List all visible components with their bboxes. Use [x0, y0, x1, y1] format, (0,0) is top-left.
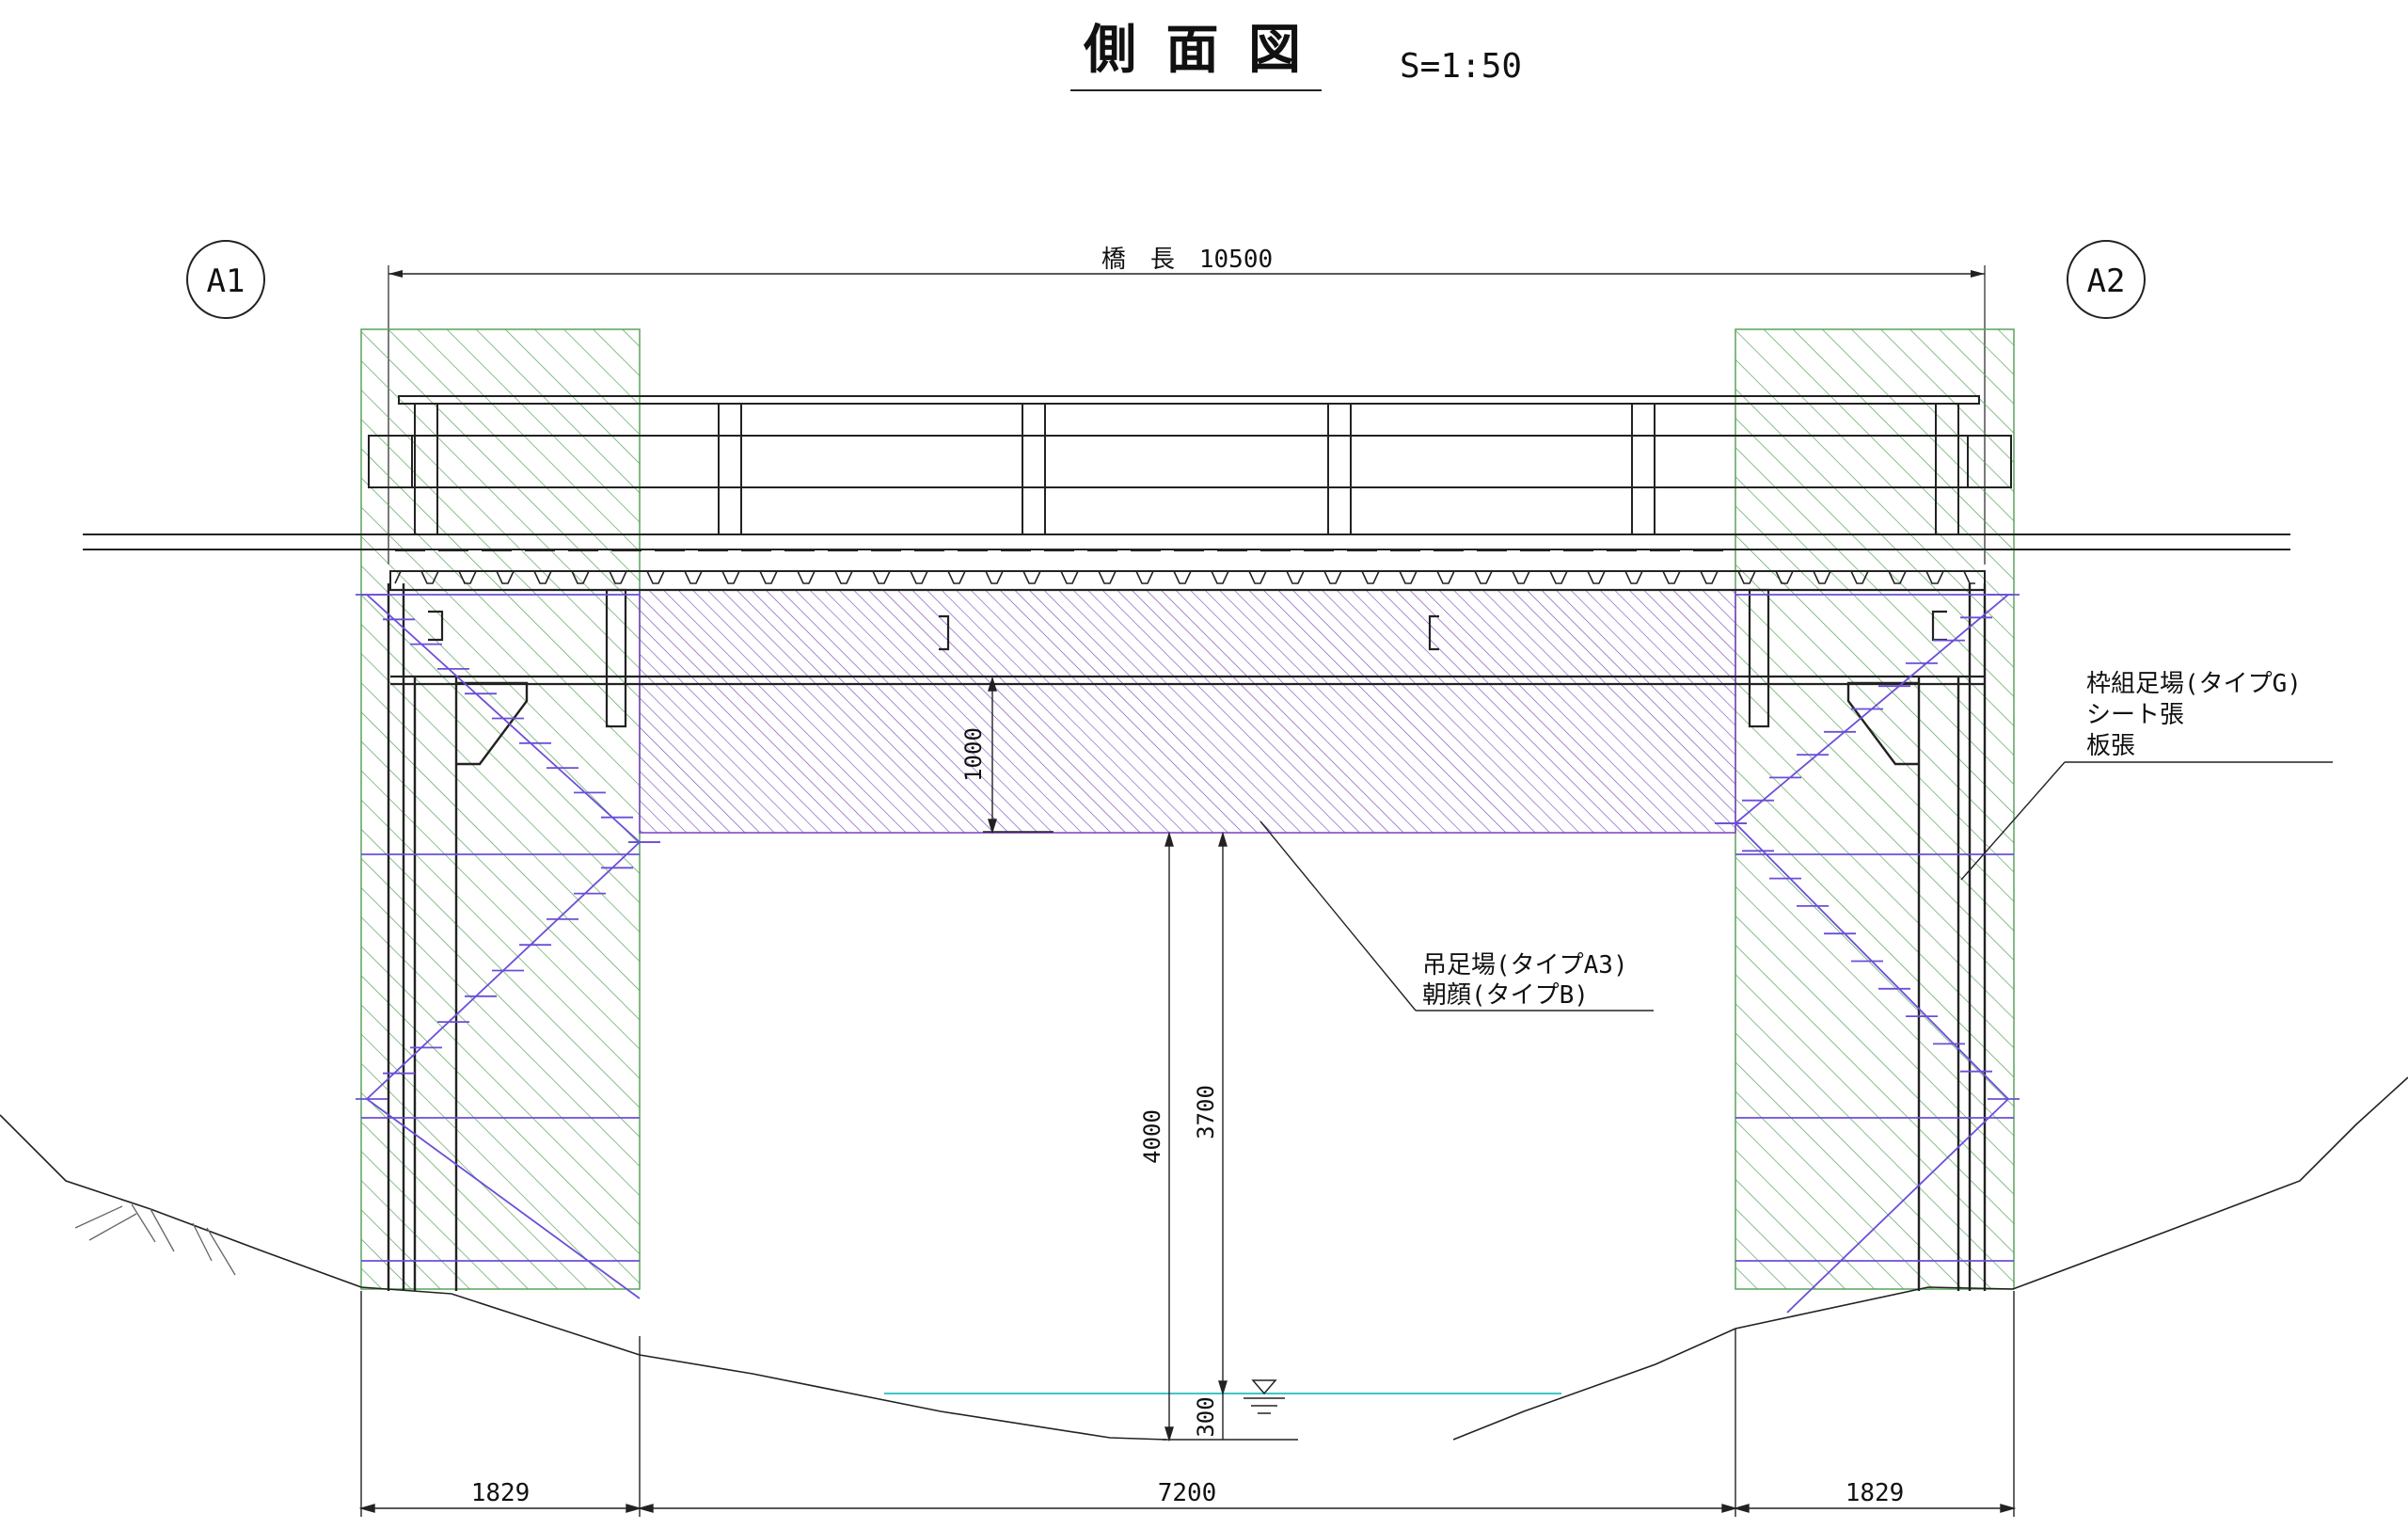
hanging-scaffold-callout-line2: 朝顔(タイプB)	[1422, 981, 1589, 1010]
height-label-3700: 3700	[1193, 1085, 1219, 1139]
abutment-a1-label: A1	[207, 263, 246, 300]
height-label-300: 300	[1193, 1396, 1219, 1437]
abutment-a1-circle	[186, 240, 265, 319]
ground-line-left	[0, 1114, 1167, 1441]
frame-scaffold-bracing	[356, 594, 2020, 1314]
hanging-scaffold-callout-leader	[1259, 820, 1654, 1011]
deck-corrugation	[394, 570, 1975, 584]
height-label-1000: 1000	[960, 727, 987, 782]
height-label-4000: 4000	[1139, 1109, 1165, 1164]
frame-scaffold-right-upper	[1735, 328, 2015, 1290]
frame-scaffold-callout-line3: 板張	[2086, 732, 2135, 760]
span-label-left: 1829	[471, 1479, 531, 1507]
frame-scaffold-callout-line2: シート張	[2086, 701, 2184, 729]
abutment-a2-label: A2	[2087, 263, 2126, 300]
height-dimension-4000	[1163, 831, 1298, 1442]
span-label-center: 7200	[1158, 1479, 1217, 1507]
abutment-a2-circle	[2067, 240, 2146, 319]
water-level-icon	[1244, 1379, 1285, 1414]
abutment-a1-body	[387, 583, 529, 1291]
height-dimension-1000	[983, 676, 1054, 835]
drawing-title: 側 面 図	[1083, 20, 1307, 81]
hanging-scaffold-callout-line1: 吊足場(タイプA3)	[1422, 951, 1628, 980]
height-dimension-3700	[1218, 831, 1228, 1396]
abutment-a2-body	[1846, 583, 1987, 1291]
hanging-scaffold-upper	[639, 589, 1736, 677]
bridge-railing	[368, 395, 2012, 535]
frame-scaffold-callout-line1: 枠組足場(タイプG)	[2086, 670, 2302, 698]
span-dimension	[358, 1291, 2017, 1517]
bridge-length-label: 橋 長 10500	[1101, 246, 1273, 274]
drawing-scale: S=1:50	[1400, 47, 1522, 86]
soil-hatch-marks	[74, 1203, 236, 1276]
span-label-right: 1829	[1846, 1479, 1905, 1507]
main-girder	[390, 588, 1985, 728]
hanging-scaffold-lower	[639, 676, 1736, 834]
frame-scaffold-callout-leader	[1960, 761, 2333, 881]
